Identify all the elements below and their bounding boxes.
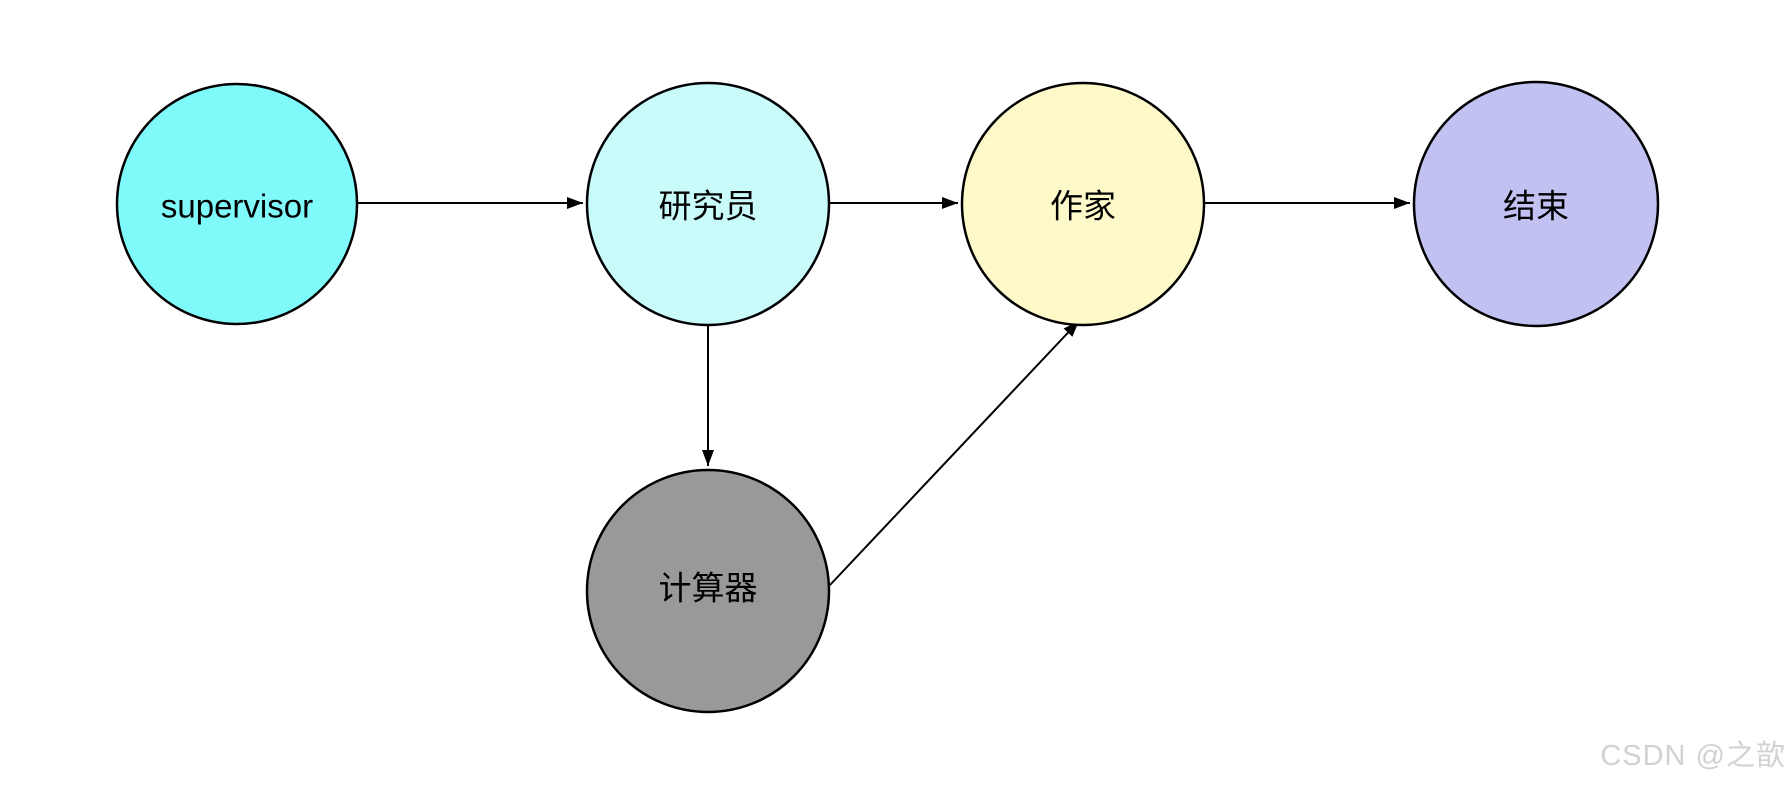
node-writer-label: 作家	[1050, 188, 1116, 225]
node-end-label: 结束	[1503, 188, 1569, 225]
node-researcher-label: 研究员	[659, 188, 758, 225]
node-calculator-label: 计算器	[659, 570, 758, 607]
csdn-watermark: CSDN @之歆	[1600, 740, 1786, 772]
node-researcher-circle	[585, 81, 831, 327]
node-group: supervisor 研究员 作家 结束 计算器	[115, 80, 1660, 714]
node-supervisor: supervisor	[115, 82, 359, 326]
edge-calculator-to-writer	[829, 320, 1080, 586]
node-supervisor-circle	[115, 82, 359, 326]
node-writer-circle	[960, 81, 1206, 327]
node-end-circle	[1412, 80, 1660, 328]
node-researcher: 研究员	[585, 81, 831, 327]
node-writer: 作家	[960, 81, 1206, 327]
edge-group	[358, 197, 1410, 586]
node-calculator-circle	[585, 468, 831, 714]
node-calculator: 计算器	[585, 468, 831, 714]
node-end: 结束	[1412, 80, 1660, 328]
node-supervisor-label: supervisor	[161, 188, 313, 225]
